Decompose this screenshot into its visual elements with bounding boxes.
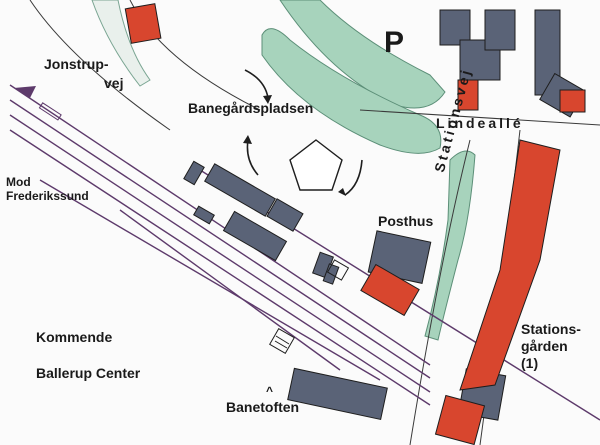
posthus-label: Posthus <box>378 213 434 229</box>
building-banetoften <box>287 367 388 421</box>
jonstrupvej-label-2: vej <box>104 75 124 91</box>
banegaardspladsen-label: Banegårdspladsen <box>188 100 314 116</box>
stationsgaarden-label-1: Stations- <box>521 321 581 337</box>
green-strip-top <box>279 0 446 109</box>
stationsgaarden-label-3: (1) <box>521 355 539 371</box>
banetoften-label: Banetoften <box>226 399 300 415</box>
jonstrupvej-label-1: Jonstrup- <box>44 56 109 72</box>
building-station-back <box>222 210 288 262</box>
building-posthus-roof <box>360 263 420 317</box>
road-lindealle <box>359 109 600 126</box>
building-top-left-red <box>124 3 162 44</box>
track-marker <box>38 102 62 121</box>
pentagon-roundabout <box>289 139 343 191</box>
kommende-label: Kommende <box>36 329 113 345</box>
road-jonstrupvej <box>29 0 171 131</box>
green-strip-center <box>261 28 442 154</box>
buildings-red <box>124 3 586 445</box>
lindealle-label: Lindeallé <box>436 115 524 131</box>
green-strip-left <box>91 0 151 87</box>
road-stationsvej-left <box>409 139 471 445</box>
banetoften-caret: ^ <box>266 384 274 398</box>
building-stationsgaarden <box>459 139 561 391</box>
ballerup-center-label: Ballerup Center <box>36 365 141 381</box>
mod-label-2: Frederikssund <box>6 189 89 203</box>
stationsgaarden-label-2: gården <box>521 338 568 354</box>
building-station-main <box>204 163 276 217</box>
stairs-symbols <box>269 259 350 354</box>
green-strip-stationsvej <box>424 150 476 341</box>
track-arrow-head <box>14 86 36 98</box>
traffic-arrow-heads <box>243 95 346 196</box>
parking-label: P <box>384 26 405 59</box>
mod-label-1: Mod <box>6 175 31 189</box>
